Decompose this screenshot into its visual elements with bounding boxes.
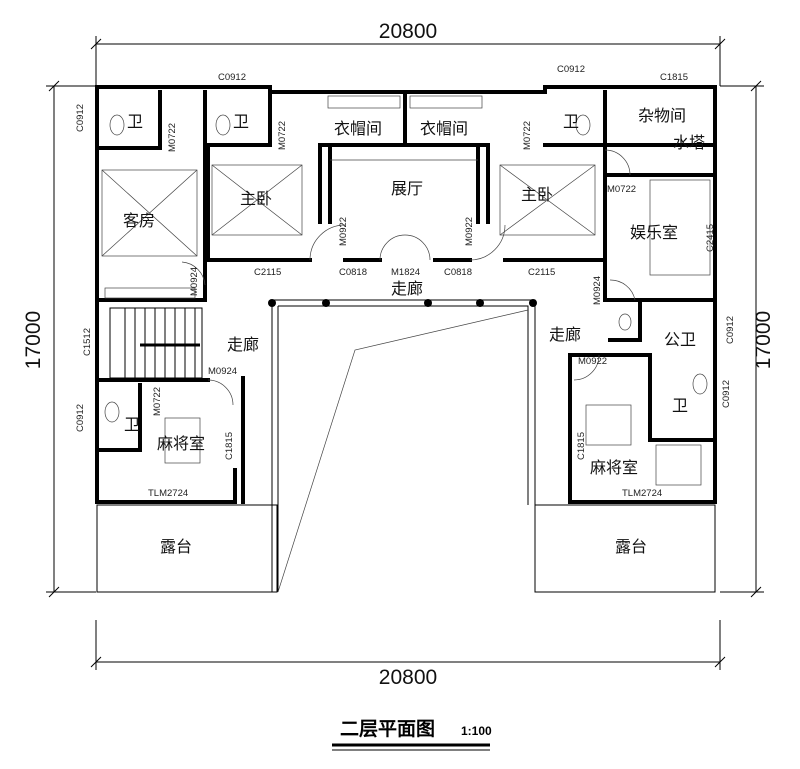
- room-label-closet-left: 衣帽间: [334, 119, 382, 138]
- furniture: [101, 95, 711, 486]
- room-label-toilet-4: 卫: [124, 415, 140, 434]
- room-label-water-tower: 水塔: [673, 133, 705, 152]
- room-label-mahjong-left: 麻将室: [157, 434, 205, 453]
- room-label-hall: 展厅: [391, 179, 423, 198]
- code-c1815-l: C1815: [224, 432, 235, 460]
- code-m0924-b: M0924: [592, 276, 603, 305]
- room-label-corridor-left: 走廊: [227, 335, 259, 354]
- dimension-bottom: 20800: [379, 666, 437, 689]
- code-c1512: C1512: [82, 328, 93, 356]
- code-m0722-e: M0722: [152, 387, 163, 416]
- code-tlm-l: TLM2724: [148, 488, 188, 499]
- code-c2115-a: C2115: [254, 267, 281, 278]
- room-label-terrace-right: 露台: [615, 537, 647, 556]
- room-label-entertainment: 娱乐室: [630, 223, 678, 242]
- room-label-master-right: 主卧: [521, 185, 553, 204]
- room-label-terrace-left: 露台: [160, 537, 192, 556]
- room-label-master-left: 主卧: [240, 189, 272, 208]
- doors: [181, 149, 636, 406]
- room-label-toilet-1: 卫: [127, 112, 143, 131]
- code-c0912-r: C0912: [725, 316, 736, 344]
- code-c2415: C2415: [705, 224, 716, 252]
- code-c0912-rr: C0912: [721, 380, 732, 408]
- code-c1815-top: C1815: [660, 72, 688, 83]
- code-m0722-b: M0722: [277, 121, 288, 150]
- walls: [95, 85, 717, 504]
- code-c0912-ll: C0912: [75, 404, 86, 432]
- room-label-storage: 杂物间: [638, 106, 686, 125]
- room-label-guest-room: 客房: [123, 211, 155, 230]
- room-label-mahjong-right: 麻将室: [590, 458, 638, 477]
- room-label-corridor-right: 走廊: [549, 325, 581, 344]
- code-c0912-left: C0912: [75, 104, 86, 132]
- code-c0818-b: C0818: [444, 267, 472, 278]
- staircase: [109, 307, 203, 379]
- code-m0924-a: M0924: [189, 267, 200, 296]
- room-label-toilet-3: 卫: [563, 112, 579, 131]
- code-tlm-r: TLM2724: [622, 488, 662, 499]
- room-label-corridor-top: 走廊: [391, 279, 423, 298]
- code-c2115-b: C2115: [528, 267, 555, 278]
- code-c0818-a: C0818: [339, 267, 367, 278]
- code-m0922-b: M0922: [464, 217, 475, 246]
- code-m0922-a: M0922: [338, 217, 349, 246]
- room-label-closet-right: 衣帽间: [420, 119, 468, 138]
- code-m1824: M1824: [391, 267, 420, 278]
- colonnade: [268, 299, 537, 307]
- dimension-right: 17000: [752, 311, 775, 369]
- code-m0722-d: M0722: [607, 184, 636, 195]
- drawing-title: 二层平面图: [340, 718, 435, 740]
- room-label-toilet-5: 卫: [672, 396, 688, 415]
- code-m0922-c: M0922: [578, 356, 607, 367]
- dimension-top: 20800: [379, 20, 437, 43]
- code-m0722-a: M0722: [167, 123, 178, 152]
- drawing-scale: 1:100: [461, 724, 492, 738]
- room-label-toilet-2: 卫: [233, 112, 249, 131]
- code-c0912-a: C0912: [218, 72, 246, 83]
- code-m0924-c: M0924: [208, 366, 237, 377]
- dimension-lines: [46, 36, 764, 670]
- room-label-public-toilet: 公卫: [664, 330, 696, 349]
- code-c1815-r: C1815: [576, 432, 587, 460]
- dimension-left: 17000: [22, 311, 45, 369]
- code-c0912-b: C0912: [557, 64, 585, 75]
- code-m0722-c: M0722: [522, 121, 533, 150]
